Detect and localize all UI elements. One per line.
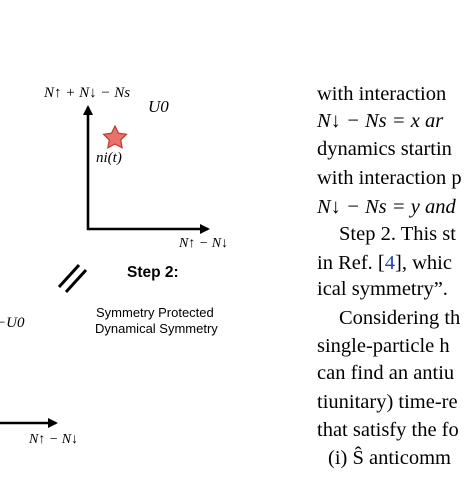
text-line: tiunitary) time-re (317, 391, 458, 413)
text-line: can find an antiu (317, 362, 455, 384)
step-title: Step 2: (127, 264, 179, 281)
citation-link[interactable]: 4 (384, 252, 395, 274)
text-line: with interaction (317, 83, 447, 105)
point-label: ni(t) (96, 150, 122, 166)
partial-energy-label: −U0 (0, 315, 25, 331)
text-line: with interaction p (317, 167, 462, 189)
text-line-ref: in Ref. [4], whic (317, 252, 452, 274)
step-caption-line-1: Symmetry Protected (96, 305, 214, 320)
text-line: dynamics startin (317, 138, 452, 160)
text-line: N↓ − Ns = x ar (317, 110, 444, 132)
text-line: (i) Ŝ anticomm (328, 447, 451, 469)
top-y-axis-label: N↑ + N↓ − Ns (44, 85, 131, 101)
energy-label: U0 (148, 97, 169, 116)
top-x-axis-label: N↑ − N↓ (179, 236, 229, 251)
star-icon (102, 124, 128, 149)
text-line: ical symmetry”. (317, 278, 448, 300)
text-line: Step 2. This st (339, 223, 456, 245)
parallel-symbol-line-2 (64, 268, 88, 294)
step-caption-line-2: Dynamical Symmetry (95, 321, 218, 336)
bottom-x-axis-label: N↑ − N↓ (29, 432, 79, 447)
parallel-symbol-line-1 (57, 263, 81, 289)
text-line: single-particle h (317, 335, 450, 357)
text-line: Considering th (339, 307, 461, 329)
text-line: N↓ − Ns = y and (317, 196, 456, 218)
text-line: that satisfy the fo (317, 419, 459, 441)
